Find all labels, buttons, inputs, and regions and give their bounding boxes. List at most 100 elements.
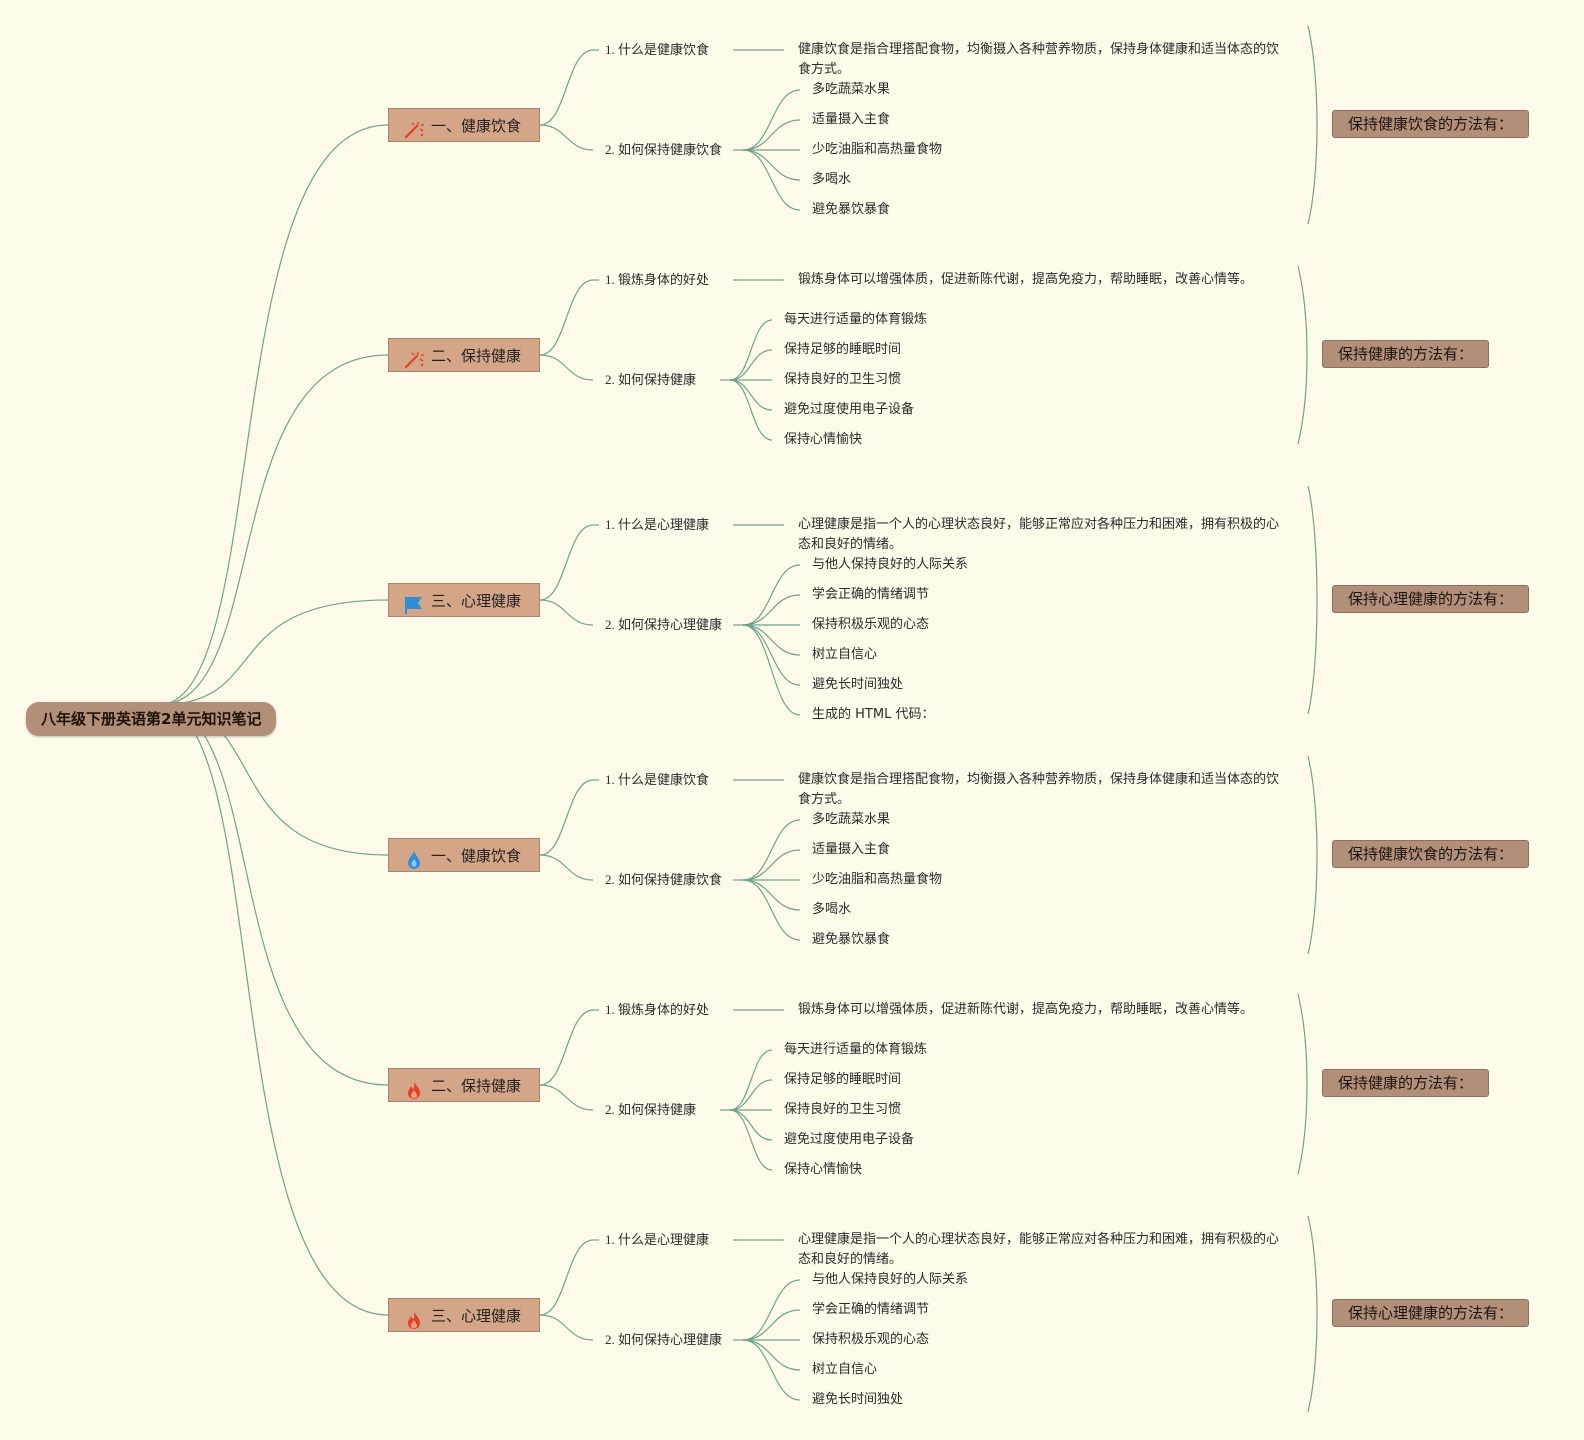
topic-4-item-3[interactable]: 少吃油脂和高热量食物 <box>812 872 943 887</box>
root-topic[interactable]: 八年级下册英语第2单元知识笔记 <box>26 702 277 736</box>
topic-6-item-5[interactable]: 避免长时间独处 <box>812 1392 904 1407</box>
topic-6-link-item-5 <box>742 1339 801 1401</box>
topic-4-subtopic-1[interactable]: 1. 什么是健康饮食 <box>605 772 710 787</box>
topic-4-link-sub2 <box>539 854 594 881</box>
topic-3-link-item-4 <box>742 624 801 656</box>
topic-5-item-3[interactable]: 保持良好的卫生习惯 <box>784 1102 902 1117</box>
topic-3-item-5[interactable]: 避免长时间独处 <box>812 677 904 692</box>
topic-1-link-sub2 <box>539 124 594 151</box>
topic-3-link-item-6 <box>742 624 801 716</box>
topic-6[interactable]: 三、心理健康 <box>388 1298 540 1332</box>
topic-2-item-5[interactable]: 保持心情愉快 <box>784 432 863 447</box>
topic-1-item-1[interactable]: 多吃蔬菜水果 <box>812 82 891 97</box>
topic-1-item-4[interactable]: 多喝水 <box>812 172 852 187</box>
topic-1-summary-bracket <box>1307 25 1318 225</box>
topic-4-summary[interactable]: 保持健康饮食的方法有： <box>1332 840 1530 868</box>
topic-5-description: 锻炼身体可以增强体质，促进新陈代谢，提高免疫力，帮助睡眠，改善心情等。 <box>798 1002 1254 1017</box>
topic-4[interactable]: 一、健康饮食 <box>388 838 540 872</box>
topic-1[interactable]: 一、健康饮食 <box>388 108 540 142</box>
water-drop-icon <box>403 847 425 869</box>
topic-3-summary-bracket <box>1307 485 1318 715</box>
topic-2[interactable]: 二、保持健康 <box>388 338 540 372</box>
topic-5[interactable]: 二、保持健康 <box>388 1068 540 1102</box>
topic-3-item-4[interactable]: 树立自信心 <box>812 647 878 662</box>
topic-4-description: 健康饮食是指合理搭配食物，均衡摄入各种营养物质，保持身体健康和适当体态的饮食方式… <box>798 772 1280 807</box>
root-link-1 <box>157 354 389 706</box>
topic-label: 二、保持健康 <box>431 347 522 365</box>
topic-5-link-item-5 <box>729 1109 773 1171</box>
topic-6-link-sub2 <box>539 1314 594 1341</box>
topic-2-item-1[interactable]: 每天进行适量的体育锻炼 <box>784 312 928 327</box>
topic-6-description: 心理健康是指一个人的心理状态良好，能够正常应对各种压力和困难，拥有积极的心态和良… <box>798 1232 1280 1267</box>
topic-2-subtopic-2[interactable]: 2. 如何保持健康 <box>605 372 697 387</box>
fire-icon <box>403 1077 425 1099</box>
topic-3-link-item-5 <box>742 624 801 686</box>
topic-2-link-item-4 <box>729 379 773 411</box>
root-link-4 <box>157 704 389 1086</box>
topic-3-link-sub1 <box>539 524 594 601</box>
topic-6-subtopic-1[interactable]: 1. 什么是心理健康 <box>605 1232 710 1247</box>
topic-3-item-2[interactable]: 学会正确的情绪调节 <box>812 587 930 602</box>
topic-3-link-item-2 <box>742 594 801 626</box>
topic-3[interactable]: 三、心理健康 <box>388 583 540 617</box>
topic-5-item-4[interactable]: 避免过度使用电子设备 <box>784 1132 915 1147</box>
topic-2-item-4[interactable]: 避免过度使用电子设备 <box>784 402 915 417</box>
topic-2-item-3[interactable]: 保持良好的卫生习惯 <box>784 372 902 387</box>
topic-4-link-item-5 <box>742 879 801 941</box>
topic-5-link-item-4 <box>729 1109 773 1141</box>
topic-1-item-5[interactable]: 避免暴饮暴食 <box>812 202 891 217</box>
topic-6-subtopic-2[interactable]: 2. 如何保持心理健康 <box>605 1332 723 1347</box>
topic-2-link-sub2 <box>539 354 594 381</box>
topic-3-summary[interactable]: 保持心理健康的方法有： <box>1332 585 1530 613</box>
topic-label: 三、心理健康 <box>431 1307 522 1325</box>
topic-3-item-1[interactable]: 与他人保持良好的人际关系 <box>812 557 969 572</box>
topic-6-link-item-1 <box>742 1279 801 1341</box>
topic-label: 二、保持健康 <box>431 1077 522 1095</box>
topic-2-item-2[interactable]: 保持足够的睡眠时间 <box>784 342 902 357</box>
topic-6-summary[interactable]: 保持心理健康的方法有： <box>1332 1299 1530 1327</box>
topic-1-item-3[interactable]: 少吃油脂和高热量食物 <box>812 142 943 157</box>
topic-4-subtopic-2[interactable]: 2. 如何保持健康饮食 <box>605 872 723 887</box>
topic-3-item-6[interactable]: 生成的 HTML 代码： <box>812 707 935 722</box>
topic-4-link-item-1 <box>742 819 801 881</box>
topic-3-subtopic-1[interactable]: 1. 什么是心理健康 <box>605 517 710 532</box>
topic-5-link-item-2 <box>729 1079 773 1111</box>
topic-1-description: 健康饮食是指合理搭配食物，均衡摄入各种营养物质，保持身体健康和适当体态的饮食方式… <box>798 42 1280 77</box>
topic-6-link-item-2 <box>742 1309 801 1341</box>
topic-5-subtopic-2[interactable]: 2. 如何保持健康 <box>605 1102 697 1117</box>
topic-1-subtopic-1[interactable]: 1. 什么是健康饮食 <box>605 42 710 57</box>
topic-4-link-item-4 <box>742 879 801 911</box>
topic-4-item-4[interactable]: 多喝水 <box>812 902 852 917</box>
topic-3-subtopic-2[interactable]: 2. 如何保持心理健康 <box>605 617 723 632</box>
topic-6-item-3[interactable]: 保持积极乐观的心态 <box>812 1332 930 1347</box>
topic-6-link-sub1 <box>539 1239 594 1316</box>
topic-5-subtopic-1[interactable]: 1. 锻炼身体的好处 <box>605 1002 710 1017</box>
topic-4-item-1[interactable]: 多吃蔬菜水果 <box>812 812 891 827</box>
topic-3-item-3[interactable]: 保持积极乐观的心态 <box>812 617 930 632</box>
topic-2-subtopic-1[interactable]: 1. 锻炼身体的好处 <box>605 272 710 287</box>
topic-1-link-item-2 <box>742 119 801 151</box>
topic-6-item-1[interactable]: 与他人保持良好的人际关系 <box>812 1272 969 1287</box>
topic-5-summary[interactable]: 保持健康的方法有： <box>1322 1069 1490 1097</box>
topic-5-item-1[interactable]: 每天进行适量的体育锻炼 <box>784 1042 928 1057</box>
topic-3-link-item-1 <box>742 564 801 626</box>
flag-icon <box>403 592 425 614</box>
root-link-5 <box>157 704 389 1316</box>
topic-label: 三、心理健康 <box>431 592 522 610</box>
topic-2-link-item-1 <box>729 319 773 381</box>
topic-5-item-2[interactable]: 保持足够的睡眠时间 <box>784 1072 902 1087</box>
topic-label: 一、健康饮食 <box>431 117 522 135</box>
topic-4-item-5[interactable]: 避免暴饮暴食 <box>812 932 891 947</box>
topic-5-link-item-1 <box>729 1049 773 1111</box>
topic-5-item-5[interactable]: 保持心情愉快 <box>784 1162 863 1177</box>
topic-6-item-2[interactable]: 学会正确的情绪调节 <box>812 1302 930 1317</box>
topic-1-subtopic-2[interactable]: 2. 如何保持健康饮食 <box>605 142 723 157</box>
topic-4-item-2[interactable]: 适量摄入主食 <box>812 842 891 857</box>
topic-2-summary[interactable]: 保持健康的方法有： <box>1322 340 1490 368</box>
magic-wand-icon <box>403 117 425 139</box>
topic-1-summary[interactable]: 保持健康饮食的方法有： <box>1332 110 1530 138</box>
topic-4-link-sub1 <box>539 779 594 856</box>
topic-1-item-2[interactable]: 适量摄入主食 <box>812 112 891 127</box>
topic-6-item-4[interactable]: 树立自信心 <box>812 1362 878 1377</box>
